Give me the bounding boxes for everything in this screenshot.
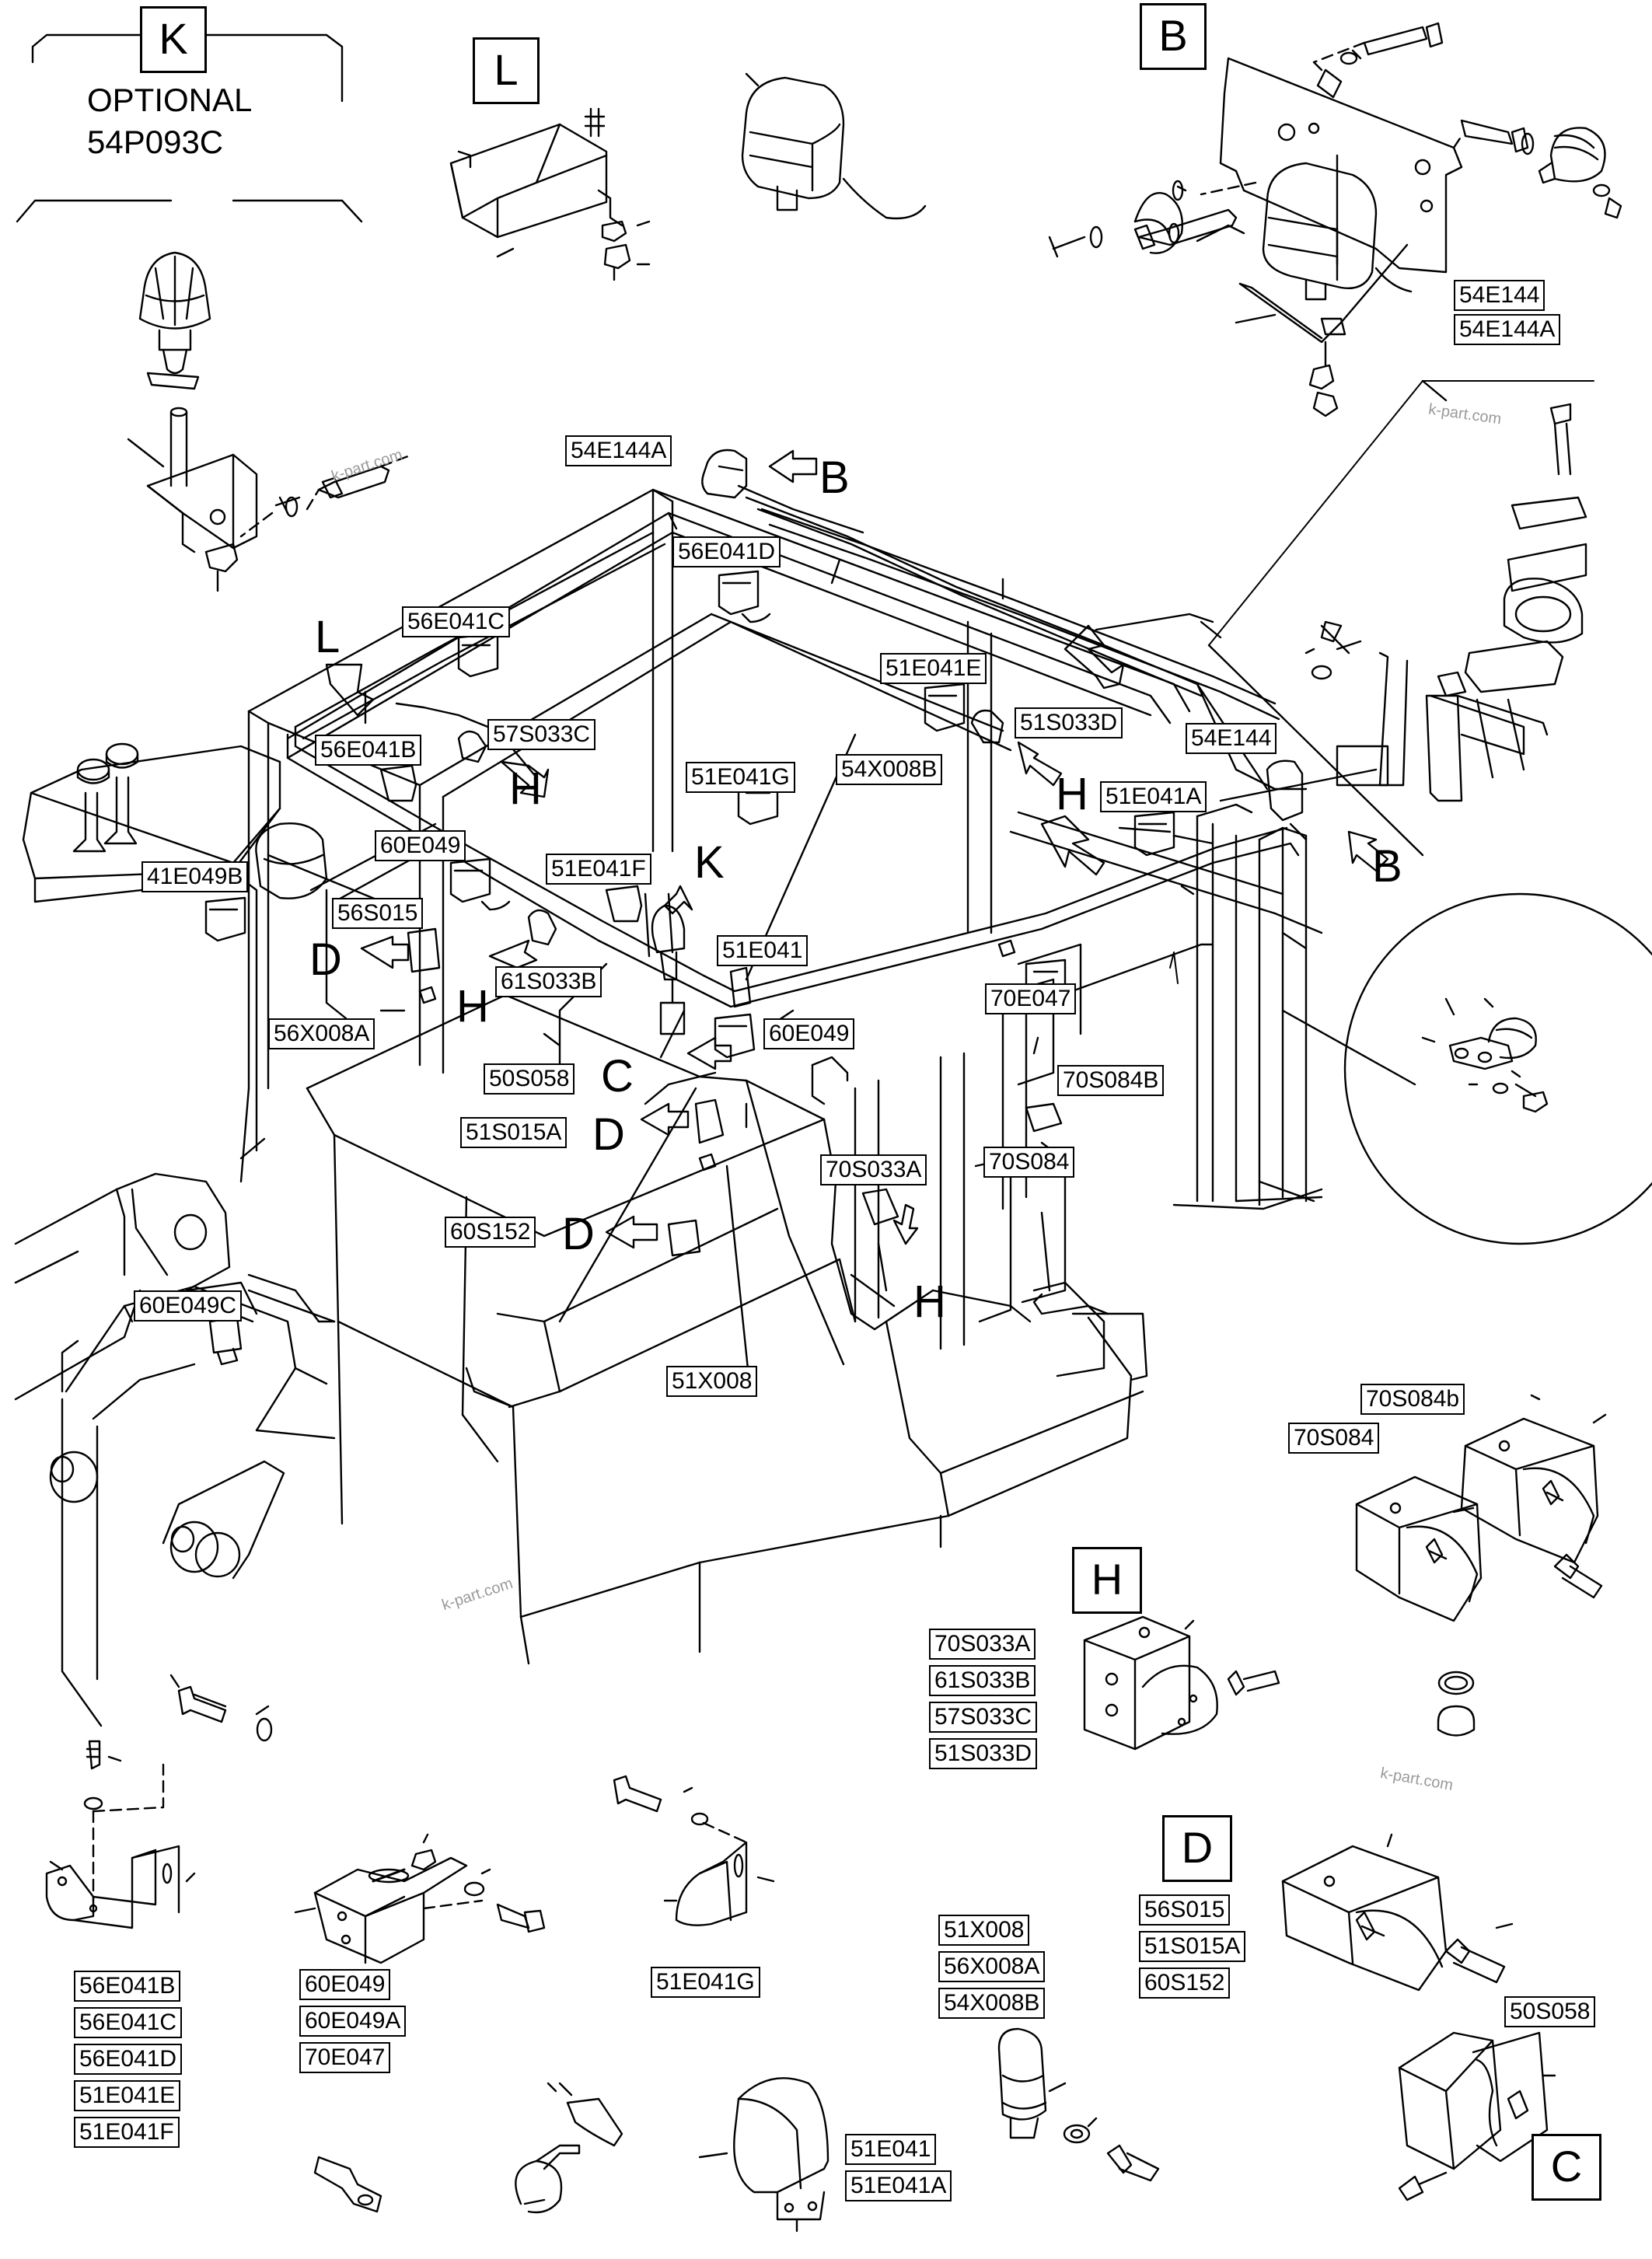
part-label: 70E047 — [985, 983, 1077, 1014]
part-label: 41E049B — [141, 861, 249, 892]
section-letter-k: K — [140, 6, 207, 73]
bracket-56e041b — [45, 1674, 273, 1929]
hollow-arrows — [325, 449, 1389, 1249]
part-label: 51E041 — [717, 935, 809, 966]
part-label: 50S058 — [484, 1063, 575, 1095]
part-label: 51S033D — [1015, 707, 1123, 738]
part-label: 51X008 — [938, 1915, 1030, 1946]
bracket-51e041g — [613, 1775, 775, 1926]
part-label: 56E041B — [315, 735, 422, 766]
part-label: 70S033A — [929, 1629, 1036, 1660]
part-label: 51S015A — [1139, 1931, 1246, 1962]
part-label: 51E041E — [74, 2080, 181, 2111]
part-label: 60S152 — [1139, 1967, 1231, 1999]
part-label: 54E144A — [565, 435, 672, 466]
beacon-lamp — [127, 251, 258, 553]
detail-c-switch — [1398, 2031, 1556, 2201]
detail-h-switch — [1083, 1615, 1280, 1751]
part-label: 51E041F — [546, 854, 651, 885]
arrow-letter-b-top: B — [819, 452, 850, 503]
part-label: 56E041D — [672, 536, 781, 567]
part-label: 56E041C — [402, 606, 511, 637]
part-label: 57S033C — [487, 719, 596, 750]
part-label: 60E049A — [299, 2006, 407, 2037]
beacon-fasteners — [204, 453, 414, 592]
detail-d-switch — [1281, 1833, 1514, 1992]
part-label: 61S033B — [495, 966, 602, 997]
part-label: 70E047 — [299, 2042, 391, 2073]
part-label: 51S015A — [460, 1117, 568, 1148]
worklamp-top — [741, 72, 927, 220]
frame-lamps — [204, 449, 1304, 1366]
part-label: 56E041B — [74, 1971, 181, 2002]
part-label: 50S058 — [1504, 1996, 1596, 2027]
arrow-letter-h-2: H — [1056, 769, 1088, 819]
part-label: 54X008B — [938, 1988, 1046, 2019]
arrow-letter-b-right: B — [1372, 841, 1402, 892]
part-label: 70S084b — [1360, 1384, 1465, 1415]
arrow-letter-d-1: D — [309, 934, 342, 985]
part-label: 60E049 — [763, 1018, 855, 1049]
part-label: 54E144 — [1454, 280, 1545, 311]
arrow-letter-d-3: D — [562, 1209, 595, 1259]
arrow-letter-k: K — [694, 837, 725, 888]
part-label: 51X008 — [666, 1366, 758, 1397]
arrow-letter-l: L — [315, 612, 341, 662]
arrow-letter-d-2: D — [592, 1109, 625, 1160]
part-label: 60E049 — [375, 830, 466, 861]
part-label: 56E041D — [74, 2044, 183, 2075]
part-label: 57S033C — [929, 1702, 1038, 1733]
circle-detail — [1281, 892, 1652, 1245]
wiring-harness — [286, 496, 1308, 1008]
part-label: 56S015 — [332, 898, 424, 929]
part-label: 70S033A — [820, 1154, 927, 1185]
section-letter-h: H — [1072, 1547, 1142, 1614]
section-letter-b: B — [1140, 3, 1207, 70]
leader-lines — [364, 484, 1378, 1393]
part-label: 60E049 — [299, 1969, 391, 2000]
optional-note-line1: OPTIONAL — [87, 82, 253, 118]
part-label: 56X008A — [268, 1018, 375, 1049]
k-header-frame — [16, 33, 363, 223]
lower-body — [14, 993, 1148, 1727]
part-label: 60E049C — [134, 1290, 243, 1322]
part-label: 70S084 — [1288, 1423, 1380, 1454]
part-label: 51E041A — [1100, 781, 1207, 812]
part-label: 51E041A — [845, 2170, 952, 2201]
part-label: 70S084B — [1057, 1065, 1165, 1096]
bracket-60e049 — [294, 1833, 546, 1964]
right-bracket-assembly — [1200, 379, 1594, 857]
part-label: 70S084 — [983, 1147, 1075, 1178]
lamp-51e041-housing — [698, 2077, 829, 2233]
part-label: 61S033B — [929, 1665, 1036, 1696]
part-label: 56E041C — [74, 2007, 183, 2038]
arrow-letter-h-4: H — [913, 1276, 946, 1327]
part-label: 51S033D — [929, 1738, 1038, 1769]
cover-bracket-l — [449, 107, 651, 281]
connector-51x008 — [997, 2027, 1160, 2182]
part-label: 56X008A — [938, 1951, 1046, 1982]
section-letter-c: C — [1532, 2134, 1601, 2201]
arrow-letter-c: C — [601, 1051, 634, 1102]
part-label: 60S152 — [445, 1217, 536, 1248]
section-letter-l: L — [473, 37, 540, 104]
optional-note-line2: 54P093C — [87, 124, 224, 160]
part-label: 56S015 — [1139, 1894, 1231, 1926]
part-label: 51E041G — [686, 762, 795, 793]
part-label: 51E041 — [845, 2134, 937, 2165]
part-label: 51E041F — [74, 2117, 180, 2148]
mounting-plate-b — [1048, 22, 1622, 417]
part-label: 54E144A — [1454, 314, 1561, 345]
cable-clips — [313, 2082, 623, 2214]
section-letter-d: D — [1162, 1815, 1232, 1882]
arrow-letter-h-3: H — [456, 981, 489, 1032]
left-console — [22, 742, 348, 1160]
part-label: 51E041E — [880, 653, 987, 684]
part-label: 51E041G — [651, 1967, 760, 1998]
part-label: 54X008B — [836, 754, 943, 785]
part-label: 54E144 — [1186, 723, 1277, 754]
arrow-letter-h-1: H — [509, 763, 542, 814]
detail-70s084 — [1355, 1394, 1607, 1737]
